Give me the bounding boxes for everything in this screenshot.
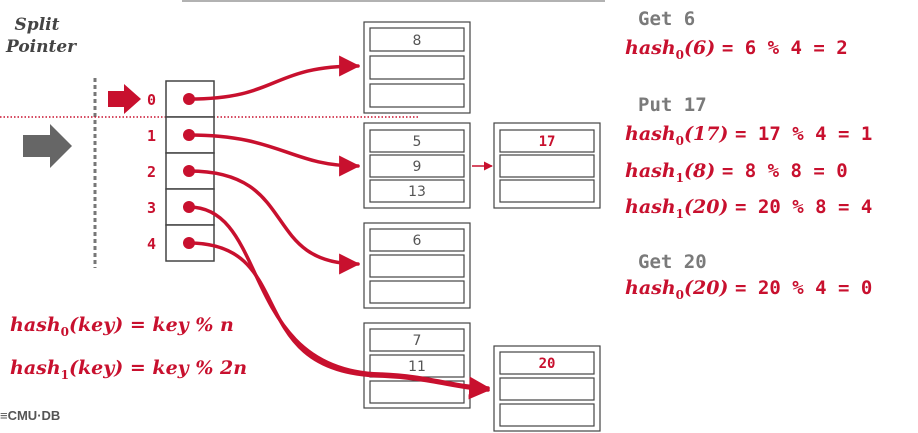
split-pointer-arrow-icon bbox=[108, 84, 141, 114]
overflow-bucket-17: 17 bbox=[493, 122, 601, 209]
directory-index-2: 2 bbox=[147, 163, 156, 181]
bucket-5: 5 9 13 bbox=[363, 122, 471, 209]
op-put-17-equation-1: hash0(17) = 17 % 4 = 1 bbox=[625, 123, 873, 148]
op-put-17-label: Put 17 bbox=[638, 94, 707, 116]
op-put-17-equation-2: hash1(8) = 8 % 8 = 0 bbox=[625, 160, 848, 185]
formula-hash0: hash0(key) = key % n bbox=[10, 314, 234, 339]
bucket-5-cell-2: 13 bbox=[408, 184, 426, 200]
bucket-7: 7 11 bbox=[363, 322, 471, 409]
overflow-bucket-17-cell-0: 17 bbox=[539, 134, 556, 150]
bucket-7-cell-1: 11 bbox=[408, 359, 426, 375]
bucket-7-cell-0: 7 bbox=[413, 333, 422, 349]
pointer-arrow-slot-1 bbox=[187, 133, 361, 177]
bucket-5-cell-0: 5 bbox=[413, 134, 422, 150]
bucket-5-cell-1: 9 bbox=[413, 159, 422, 175]
bucket-20: 20 bbox=[493, 345, 601, 432]
pointer-arrow-slot-2 bbox=[187, 169, 361, 275]
directory-index-3: 3 bbox=[147, 199, 156, 217]
bucket-6: 6 bbox=[363, 222, 471, 309]
directory-index-4: 4 bbox=[147, 235, 156, 253]
formula-hash1: hash1(key) = key % 2n bbox=[10, 357, 248, 382]
bucket-8: 8 bbox=[363, 21, 471, 114]
bucket-8-cell-0: 8 bbox=[413, 33, 422, 49]
pointer-arrow-slot-4 bbox=[187, 241, 491, 400]
cmu-db-logo-text: ≡CMU·DB bbox=[0, 408, 61, 423]
op-get-20-label: Get 20 bbox=[638, 251, 707, 273]
split-pointer-label-line1: Split bbox=[14, 15, 60, 35]
gray-arrow-icon bbox=[23, 124, 72, 168]
op-put-17-equation-3: hash1(20) = 20 % 8 = 4 bbox=[625, 196, 873, 221]
split-pointer-label: Split Pointer bbox=[6, 14, 77, 58]
cmu-db-logo: ≡CMU·DB bbox=[0, 408, 60, 423]
bucket-6-cell-0: 6 bbox=[413, 233, 422, 249]
directory-index-1: 1 bbox=[147, 127, 156, 145]
split-pointer-label-line2: Pointer bbox=[6, 37, 77, 57]
bucket-20-cell-0: 20 bbox=[539, 356, 556, 372]
op-get-6-equation: hash0(6) = 6 % 4 = 2 bbox=[625, 37, 848, 62]
op-get-6-label: Get 6 bbox=[638, 8, 696, 30]
directory-index-0: 0 bbox=[147, 91, 156, 109]
op-get-20-equation: hash0(20) = 20 % 4 = 0 bbox=[625, 277, 873, 302]
pointer-arrow-slot-0 bbox=[187, 55, 361, 101]
